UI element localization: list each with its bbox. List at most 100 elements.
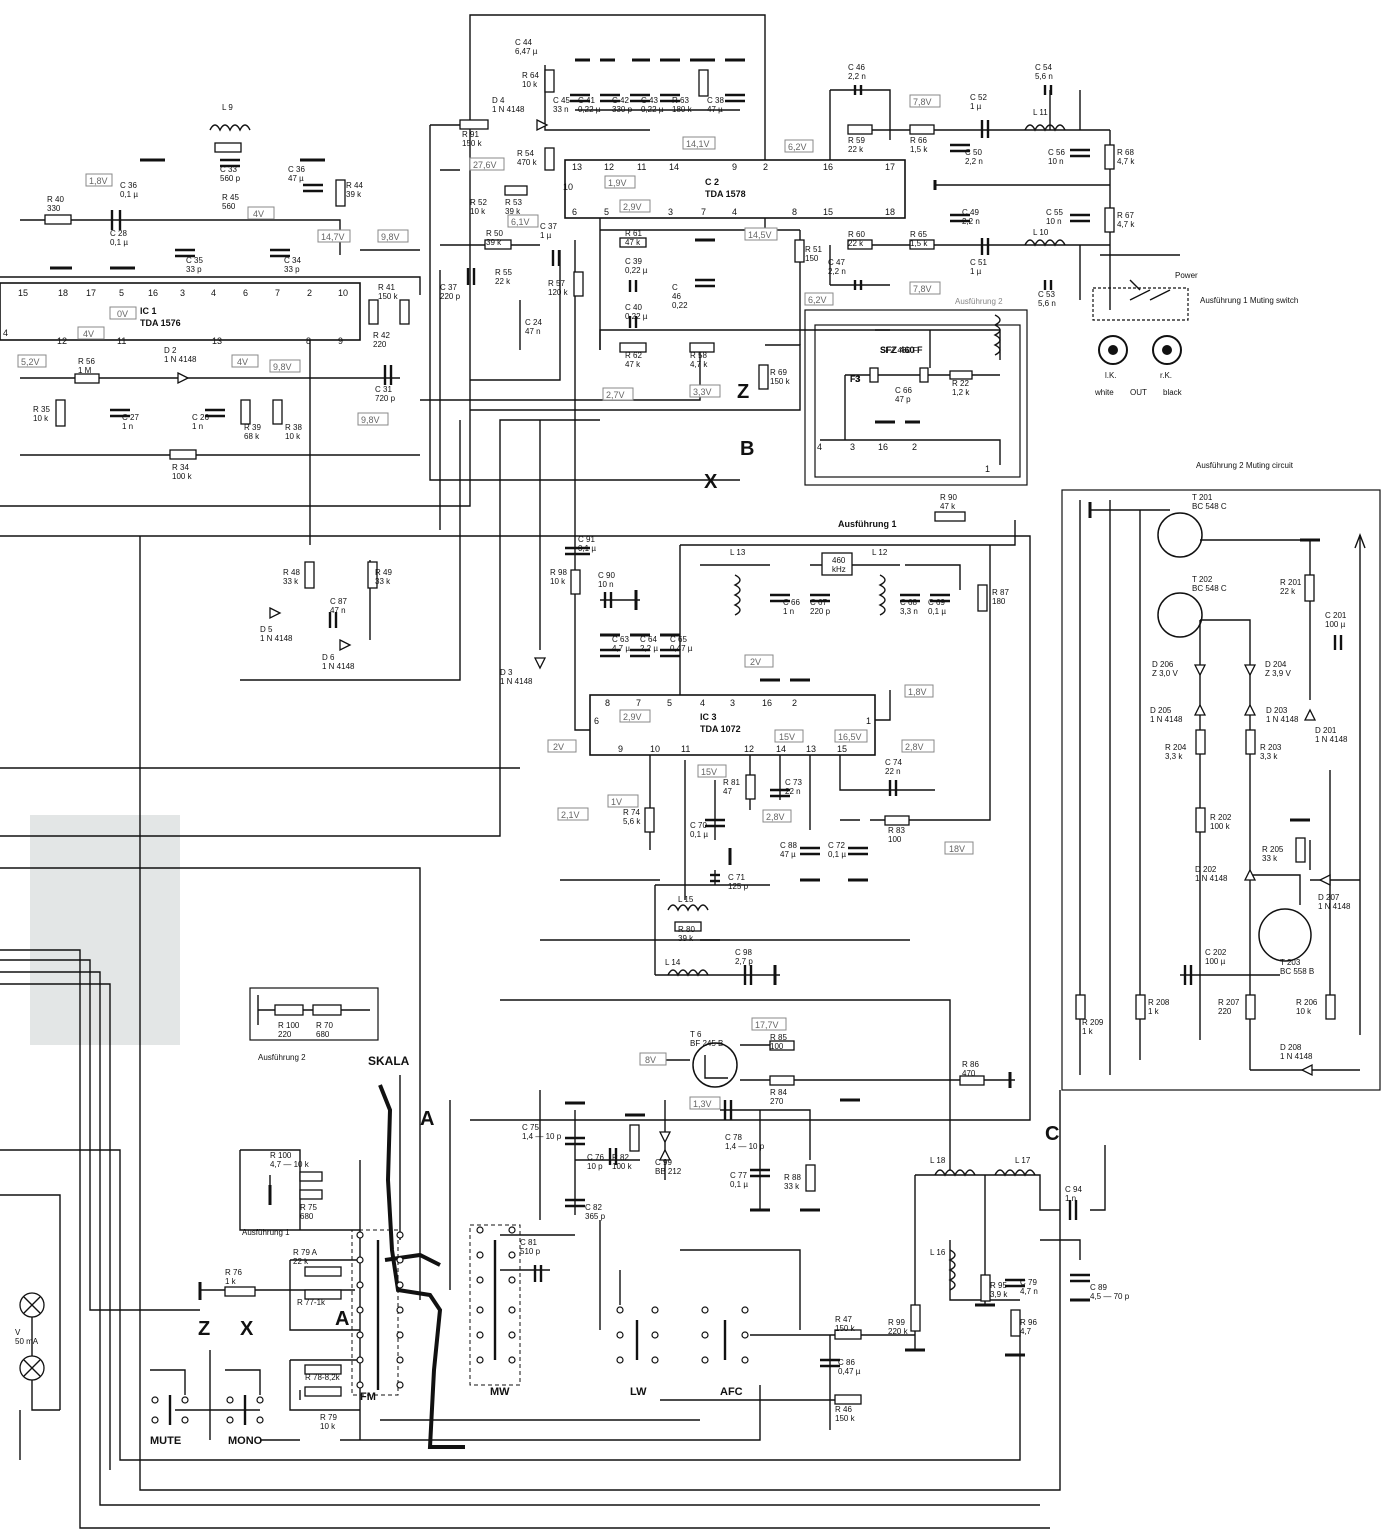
aus1-muting-switch-box: Ausführung 1 Muting switch Power l.K. r.…: [1092, 271, 1298, 397]
svg-text:2,8V: 2,8V: [905, 742, 924, 752]
aus2-res-label: Ausführung 2: [258, 1053, 306, 1062]
svg-text:15: 15: [837, 744, 847, 754]
svg-text:1,9V: 1,9V: [608, 178, 627, 188]
svg-text:MW: MW: [490, 1386, 510, 1398]
svg-text:18: 18: [885, 207, 895, 217]
svg-text:4: 4: [817, 442, 822, 452]
svg-text:LW: LW: [630, 1386, 647, 1398]
svg-text:6,2V: 6,2V: [808, 295, 827, 305]
svg-text:1,8V: 1,8V: [908, 687, 927, 697]
ic3-type: TDA 1072: [700, 724, 741, 734]
ic2-ref: C 2: [705, 177, 719, 187]
jack-right-label: r.K.: [1160, 371, 1172, 380]
svg-text:1: 1: [866, 716, 871, 726]
svg-text:15: 15: [18, 288, 28, 298]
svg-text:14,7V: 14,7V: [321, 232, 345, 242]
label-l13: L 13: [730, 548, 746, 557]
svg-text:2: 2: [763, 162, 768, 172]
svg-text:13: 13: [572, 162, 582, 172]
svg-text:12: 12: [744, 744, 754, 754]
svg-text:4V: 4V: [83, 329, 94, 339]
svg-text:16,5V: 16,5V: [838, 732, 862, 742]
svg-text:2V: 2V: [553, 742, 564, 752]
label-r78: R 78-8,2k: [305, 1373, 341, 1382]
svg-text:2V: 2V: [750, 657, 761, 667]
svg-text:9: 9: [338, 336, 343, 346]
aus2-muting-circuit-box: Ausführung 2 Muting circuit: [1061, 461, 1381, 1091]
svg-text:3: 3: [180, 288, 185, 298]
aus2-label: Ausführung 2: [955, 297, 1003, 306]
svg-text:4: 4: [3, 328, 8, 338]
svg-text:3: 3: [850, 442, 855, 452]
svg-text:12: 12: [57, 336, 67, 346]
svg-text:7: 7: [636, 698, 641, 708]
svg-text:17: 17: [885, 162, 895, 172]
svg-text:8: 8: [306, 336, 311, 346]
svg-text:3: 3: [730, 698, 735, 708]
label-l15: L 15: [678, 895, 694, 904]
svg-text:Power: Power: [1175, 271, 1198, 280]
svg-text:4: 4: [211, 288, 216, 298]
svg-text:14,5V: 14,5V: [748, 230, 772, 240]
component-symbols: [19, 58, 1343, 1411]
svg-text:9,8V: 9,8V: [361, 415, 380, 425]
svg-text:7: 7: [701, 207, 706, 217]
svg-text:AFC: AFC: [720, 1386, 743, 1398]
label-l17: L 17: [1015, 1156, 1031, 1165]
svg-text:7,8V: 7,8V: [913, 97, 932, 107]
svg-text:11: 11: [117, 336, 126, 346]
svg-text:6: 6: [243, 288, 248, 298]
svg-text:11: 11: [681, 744, 690, 754]
ic1-ref: IC 1: [140, 306, 157, 316]
skala-cable: [378, 1084, 465, 1449]
svg-text:C: C: [1045, 1123, 1059, 1145]
aus2-mute-label: Ausführung 2 Muting circuit: [1196, 461, 1294, 470]
svg-text:8V: 8V: [645, 1055, 656, 1065]
svg-text:9: 9: [732, 162, 737, 172]
svg-text:2: 2: [792, 698, 797, 708]
